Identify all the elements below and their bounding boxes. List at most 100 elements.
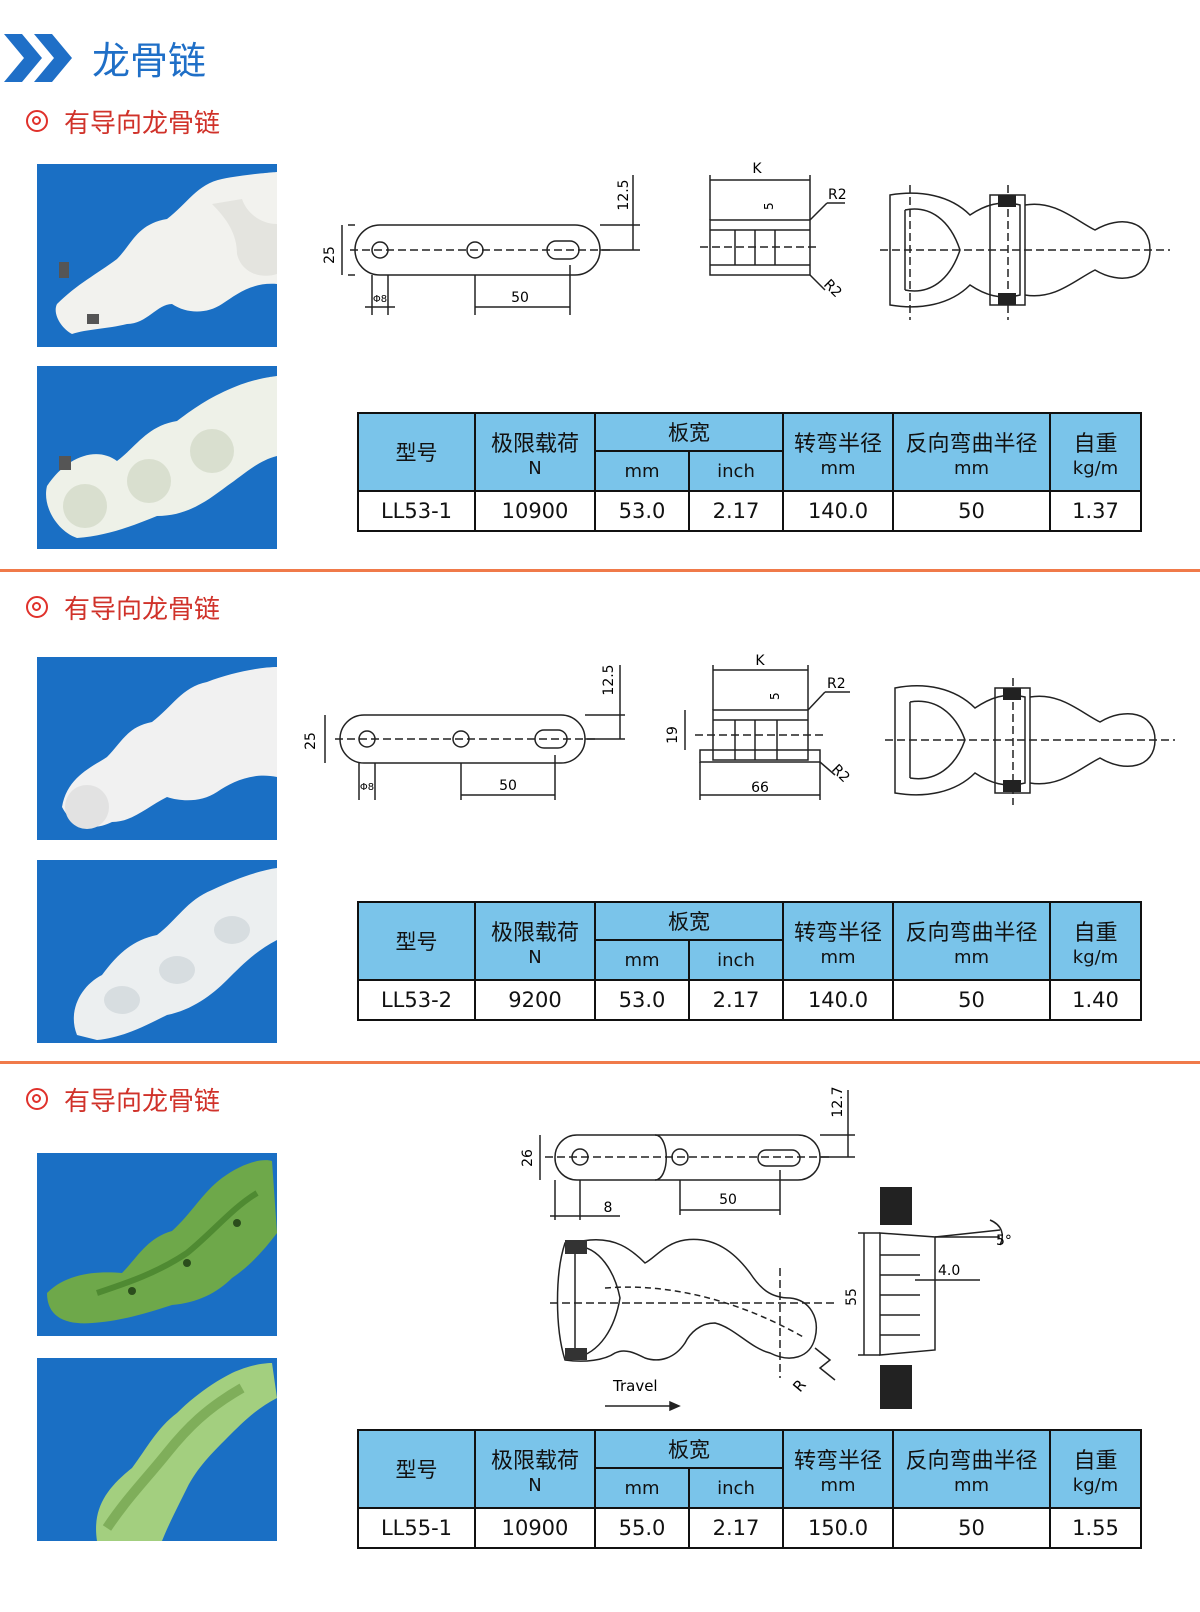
header-model: 型号 bbox=[357, 901, 476, 981]
page-title: 龙骨链 bbox=[92, 39, 207, 83]
dim-label: 50 bbox=[499, 778, 517, 794]
cell-weight: 1.37 bbox=[1049, 490, 1142, 532]
cross-section-drawing: K R2 5 R2 bbox=[700, 161, 847, 301]
bullseye-icon bbox=[26, 1088, 48, 1110]
bullseye-icon bbox=[26, 596, 48, 618]
header-width: 板宽 bbox=[594, 412, 784, 452]
bullseye-icon bbox=[26, 110, 48, 132]
cross-section-drawing: K R2 5 R2 19 66 bbox=[665, 653, 853, 800]
section-title: 有导向龙骨链 bbox=[64, 1086, 221, 1117]
dim-label: 25 bbox=[303, 732, 319, 750]
table-row: LL53-2 9200 53.0 2.17 140.0 50 1.40 bbox=[357, 979, 1142, 1021]
dim-label: R bbox=[789, 1376, 809, 1396]
dim-label: 50 bbox=[719, 1192, 737, 1208]
table-row: LL55-1 10900 55.0 2.17 150.0 50 1.55 bbox=[357, 1507, 1142, 1549]
section-divider bbox=[0, 1061, 1200, 1064]
side-view-drawing: 25 12.5 50 Φ8 bbox=[322, 175, 640, 315]
cell-weight: 1.40 bbox=[1049, 979, 1142, 1021]
header-width: 板宽 bbox=[594, 901, 784, 941]
section-header: 有导向龙骨链 bbox=[26, 104, 221, 139]
dim-label: Φ8 bbox=[373, 294, 387, 305]
header-width-inch: inch bbox=[688, 1467, 784, 1509]
double-chevron-icon bbox=[4, 34, 72, 82]
top-view-drawing bbox=[885, 678, 1175, 805]
product-photo bbox=[37, 1358, 277, 1541]
dim-label: 55 bbox=[844, 1288, 860, 1306]
cell-inch: 2.17 bbox=[688, 490, 784, 532]
header-width-inch: inch bbox=[688, 939, 784, 981]
cell-mm: 55.0 bbox=[594, 1507, 690, 1549]
product-photo bbox=[37, 164, 277, 347]
dim-label: 5 bbox=[762, 202, 776, 210]
cell-back-radius: 50 bbox=[892, 979, 1051, 1021]
side-view-drawing: 25 12.5 50 Φ8 bbox=[303, 664, 625, 800]
cell-load: 9200 bbox=[474, 979, 596, 1021]
cell-mm: 53.0 bbox=[594, 979, 690, 1021]
cell-radius: 150.0 bbox=[782, 1507, 894, 1549]
side-view-drawing: 26 12.7 50 8 bbox=[520, 1086, 855, 1220]
dim-label: 12.5 bbox=[616, 179, 632, 210]
header-width-mm: mm bbox=[594, 939, 690, 981]
cell-model: LL55-1 bbox=[357, 1507, 476, 1549]
dim-label: 12.7 bbox=[830, 1086, 846, 1117]
dim-label: K bbox=[755, 653, 765, 669]
cell-model: LL53-1 bbox=[357, 490, 476, 532]
cell-radius: 140.0 bbox=[782, 490, 894, 532]
dim-label: R2 bbox=[828, 187, 847, 203]
dim-label: 4.0 bbox=[938, 1263, 960, 1279]
cell-inch: 2.17 bbox=[688, 1507, 784, 1549]
dim-label: 5 bbox=[768, 692, 782, 700]
dim-label: R2 bbox=[820, 277, 844, 301]
dim-label: 8 bbox=[604, 1200, 613, 1216]
section-divider bbox=[0, 569, 1200, 572]
dim-label: 12.5 bbox=[601, 664, 617, 695]
guide-section-drawing: 55 4.0 5° bbox=[844, 1187, 1012, 1409]
header-model: 型号 bbox=[357, 412, 476, 492]
cell-back-radius: 50 bbox=[892, 490, 1051, 532]
dim-label: 50 bbox=[511, 290, 529, 306]
product-photo bbox=[37, 657, 277, 840]
dim-label: R2 bbox=[828, 762, 852, 786]
dim-label: 26 bbox=[520, 1149, 536, 1167]
cell-inch: 2.17 bbox=[688, 979, 784, 1021]
dim-label: 25 bbox=[322, 246, 338, 264]
top-view-drawing: Travel R bbox=[550, 1238, 836, 1412]
header-width: 板宽 bbox=[594, 1429, 784, 1469]
cell-mm: 53.0 bbox=[594, 490, 690, 532]
header-width-mm: mm bbox=[594, 1467, 690, 1509]
product-photo bbox=[37, 1153, 277, 1336]
dim-label: Φ8 bbox=[360, 782, 374, 793]
cell-load: 10900 bbox=[474, 1507, 596, 1549]
section-header: 有导向龙骨链 bbox=[26, 1082, 221, 1117]
cell-model: LL53-2 bbox=[357, 979, 476, 1021]
cell-weight: 1.55 bbox=[1049, 1507, 1142, 1549]
table-row: LL53-1 10900 53.0 2.17 140.0 50 1.37 bbox=[357, 490, 1142, 532]
header-model: 型号 bbox=[357, 1429, 476, 1509]
dim-label: 66 bbox=[751, 780, 769, 796]
dim-label: K bbox=[752, 161, 762, 177]
section-title: 有导向龙骨链 bbox=[64, 108, 221, 139]
top-view-drawing bbox=[880, 185, 1170, 320]
dim-label: 19 bbox=[665, 726, 681, 744]
travel-label: Travel bbox=[612, 1377, 658, 1395]
section-title: 有导向龙骨链 bbox=[64, 594, 221, 625]
section-header: 有导向龙骨链 bbox=[26, 590, 221, 625]
cell-back-radius: 50 bbox=[892, 1507, 1051, 1549]
product-photo bbox=[37, 366, 277, 549]
product-photo bbox=[37, 860, 277, 1043]
cell-load: 10900 bbox=[474, 490, 596, 532]
